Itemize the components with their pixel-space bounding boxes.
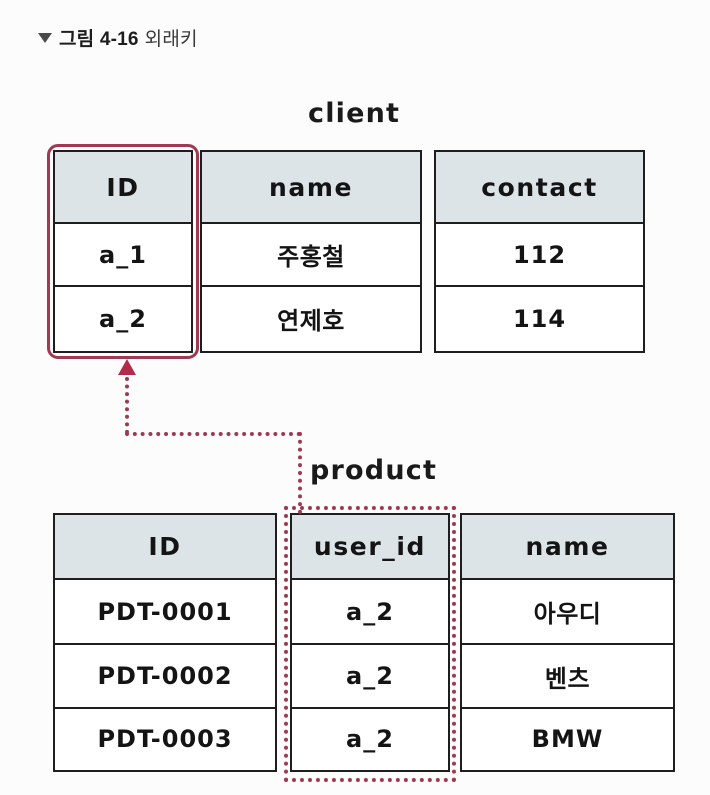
product-cell-name-0: 아우디 <box>462 580 673 645</box>
product-cell-user-id-1: a_2 <box>292 645 448 709</box>
client-cell-contact-1: 114 <box>436 287 643 350</box>
client-column-id: ID a_1 a_2 <box>53 150 193 353</box>
caption-triangle-icon <box>38 33 52 43</box>
client-cell-name-1: 연제호 <box>202 287 420 350</box>
connector-segment-horizontal <box>125 432 301 436</box>
client-column-name: name 주홍철 연제호 <box>200 150 422 353</box>
client-table-title: client <box>308 98 401 129</box>
product-cell-user-id-0: a_2 <box>292 580 448 645</box>
product-column-name: name 아우디 벤츠 BMW <box>460 513 675 772</box>
client-header-name: name <box>202 152 420 224</box>
product-column-id: ID PDT-0001 PDT-0002 PDT-0003 <box>53 513 277 772</box>
connector-arrowhead-icon <box>118 359 136 375</box>
client-column-contact: contact 112 114 <box>434 150 645 353</box>
product-table-title: product <box>310 455 438 486</box>
product-header-id: ID <box>55 515 275 580</box>
product-header-user-id: user_id <box>292 515 448 580</box>
product-cell-name-1: 벤츠 <box>462 645 673 709</box>
connector-segment-vertical-top <box>125 377 129 434</box>
client-cell-id-0: a_1 <box>55 224 191 287</box>
client-header-contact: contact <box>436 152 643 224</box>
connector-segment-vertical-bottom <box>298 432 302 514</box>
figure-number: 그림 4-16 <box>59 29 139 50</box>
client-header-id: ID <box>55 152 191 224</box>
product-header-name: name <box>462 515 673 580</box>
product-column-user-id: user_id a_2 a_2 a_2 <box>290 513 450 772</box>
client-cell-name-0: 주홍철 <box>202 224 420 287</box>
product-cell-id-2: PDT-0003 <box>55 709 275 769</box>
product-cell-id-0: PDT-0001 <box>55 580 275 645</box>
product-cell-id-1: PDT-0002 <box>55 645 275 709</box>
client-cell-id-1: a_2 <box>55 287 191 350</box>
figure-title: 외래키 <box>144 29 198 50</box>
client-cell-contact-0: 112 <box>436 224 643 287</box>
product-cell-user-id-2: a_2 <box>292 709 448 769</box>
product-cell-name-2: BMW <box>462 709 673 769</box>
